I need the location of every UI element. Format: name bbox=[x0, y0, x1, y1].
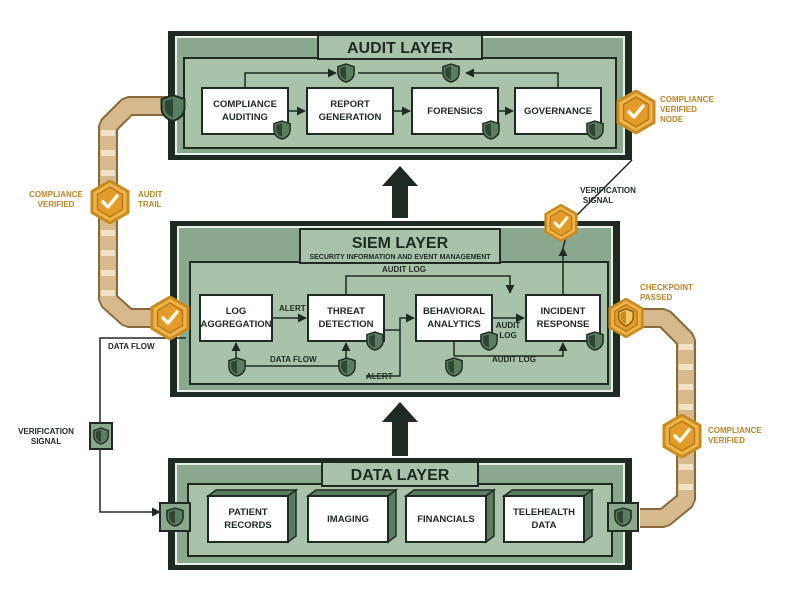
svg-text:DATA: DATA bbox=[532, 520, 557, 531]
data-box-imaging[interactable]: IMAGING bbox=[305, 488, 399, 544]
shield-icon bbox=[480, 331, 498, 351]
flow-label-data-flow: DATA FLOW bbox=[270, 355, 317, 364]
data-box-financials[interactable]: FINANCIALS bbox=[403, 488, 497, 544]
shield-icon bbox=[442, 63, 460, 83]
shield-icon bbox=[482, 120, 500, 140]
svg-text:BEHAVIORAL: BEHAVIORAL bbox=[423, 306, 485, 317]
data-box-telehealth-data[interactable]: TELEHEALTH DATA bbox=[501, 488, 595, 544]
svg-text:THREAT: THREAT bbox=[327, 306, 365, 317]
label-verification-signal-2: SIGNAL bbox=[31, 437, 61, 446]
shield-icon bbox=[93, 427, 109, 445]
audit-layer-title: AUDIT LAYER bbox=[347, 40, 454, 57]
siem-layer-subtitle: SECURITY INFORMATION AND EVENT MANAGEMEN… bbox=[309, 254, 491, 261]
svg-text:GOVERNANCE: GOVERNANCE bbox=[524, 106, 592, 117]
compliance-verified-check-icon bbox=[90, 180, 130, 224]
shield-icon bbox=[273, 120, 291, 140]
svg-text:RECORDS: RECORDS bbox=[224, 520, 272, 531]
flow-label-alert-bottom: ALERT bbox=[366, 372, 393, 381]
shield-icon bbox=[338, 357, 356, 377]
upward-flow-arrow bbox=[382, 402, 418, 456]
svg-text:GENERATION: GENERATION bbox=[319, 112, 382, 123]
label-audit-trail-1: AUDIT bbox=[138, 190, 163, 199]
svg-text:INCIDENT: INCIDENT bbox=[541, 306, 586, 317]
svg-text:FINANCIALS: FINANCIALS bbox=[417, 514, 475, 525]
flow-label-audit-log-bottom: AUDIT LOG bbox=[492, 355, 536, 364]
label-checkpoint-1: CHECKPOINT bbox=[640, 283, 693, 292]
data-entry-shield bbox=[159, 502, 191, 532]
checkpoint-shield-icon bbox=[608, 298, 644, 338]
flow-label-audit-log: AUDIT LOG bbox=[382, 265, 426, 274]
flow-label-audit: AUDIT bbox=[496, 321, 521, 330]
svg-text:AUDITING: AUDITING bbox=[222, 112, 268, 123]
svg-text:COMPLIANCE: COMPLIANCE bbox=[213, 99, 277, 110]
svg-text:ANALYTICS: ANALYTICS bbox=[427, 319, 481, 330]
audit-box-report-generation[interactable]: REPORT GENERATION bbox=[306, 87, 394, 135]
label-compliance-verified-right-1: COMPLIANCE bbox=[708, 426, 762, 435]
svg-text:IMAGING: IMAGING bbox=[327, 514, 369, 525]
label-audit-trail-2: TRAIL bbox=[138, 200, 162, 209]
shield-icon bbox=[166, 507, 184, 527]
label-compliance-verified-left-1: COMPLIANCE bbox=[29, 190, 83, 199]
label-compliance-node-2: VERIFIED bbox=[660, 105, 697, 114]
upward-flow-arrow bbox=[382, 166, 418, 218]
label-verification-right-1: VERIFICATION bbox=[580, 186, 636, 195]
flow-label-log: LOG bbox=[499, 331, 516, 340]
label-compliance-node-3: NODE bbox=[660, 115, 684, 124]
shield-icon bbox=[586, 331, 604, 351]
label-verification-signal-1: VERIFICATION bbox=[18, 427, 74, 436]
audit-flow-arrows bbox=[244, 68, 559, 116]
flow-label-alert: ALERT bbox=[279, 304, 306, 313]
shield-icon bbox=[586, 120, 604, 140]
siem-entry-check-icon bbox=[150, 296, 190, 340]
compliance-verified-right-check-icon bbox=[662, 414, 702, 458]
siem-layer-title: SIEM LAYER bbox=[352, 235, 449, 252]
verification-check-icon bbox=[544, 204, 578, 242]
label-checkpoint-2: PASSED bbox=[640, 293, 673, 302]
svg-text:TELEHEALTH: TELEHEALTH bbox=[513, 507, 575, 518]
label-compliance-node-1: COMPLIANCE bbox=[660, 95, 714, 104]
data-layer-title: DATA LAYER bbox=[351, 467, 450, 484]
shield-icon bbox=[366, 331, 384, 351]
siem-box-behavioral-analytics[interactable]: BEHAVIORAL ANALYTICS bbox=[415, 294, 493, 342]
svg-text:DETECTION: DETECTION bbox=[319, 319, 374, 330]
siem-box-incident-response[interactable]: INCIDENT RESPONSE bbox=[525, 294, 601, 342]
verification-signal-node bbox=[89, 422, 113, 450]
siem-box-log-aggregation[interactable]: LOG AGGREGATION bbox=[199, 294, 273, 342]
shield-icon bbox=[160, 94, 186, 122]
label-verification-right-2: SIGNAL bbox=[583, 196, 613, 205]
svg-text:FORENSICS: FORENSICS bbox=[427, 106, 482, 117]
data-exit-shield bbox=[607, 502, 639, 532]
shield-icon bbox=[445, 357, 463, 377]
svg-text:RESPONSE: RESPONSE bbox=[537, 319, 590, 330]
label-data-flow: DATA FLOW bbox=[108, 342, 155, 351]
svg-text:AGGREGATION: AGGREGATION bbox=[200, 319, 271, 330]
shield-icon bbox=[614, 507, 632, 527]
label-compliance-verified-left-2: VERIFIED bbox=[38, 200, 75, 209]
svg-text:PATIENT: PATIENT bbox=[228, 507, 267, 518]
svg-text:REPORT: REPORT bbox=[330, 99, 370, 110]
shield-icon bbox=[228, 357, 246, 377]
svg-text:LOG: LOG bbox=[226, 306, 247, 317]
compliance-node-check-icon bbox=[616, 90, 656, 134]
shield-icon bbox=[337, 63, 355, 83]
label-compliance-verified-right-2: VERIFIED bbox=[708, 436, 745, 445]
data-box-patient-records[interactable]: PATIENT RECORDS bbox=[205, 488, 299, 544]
